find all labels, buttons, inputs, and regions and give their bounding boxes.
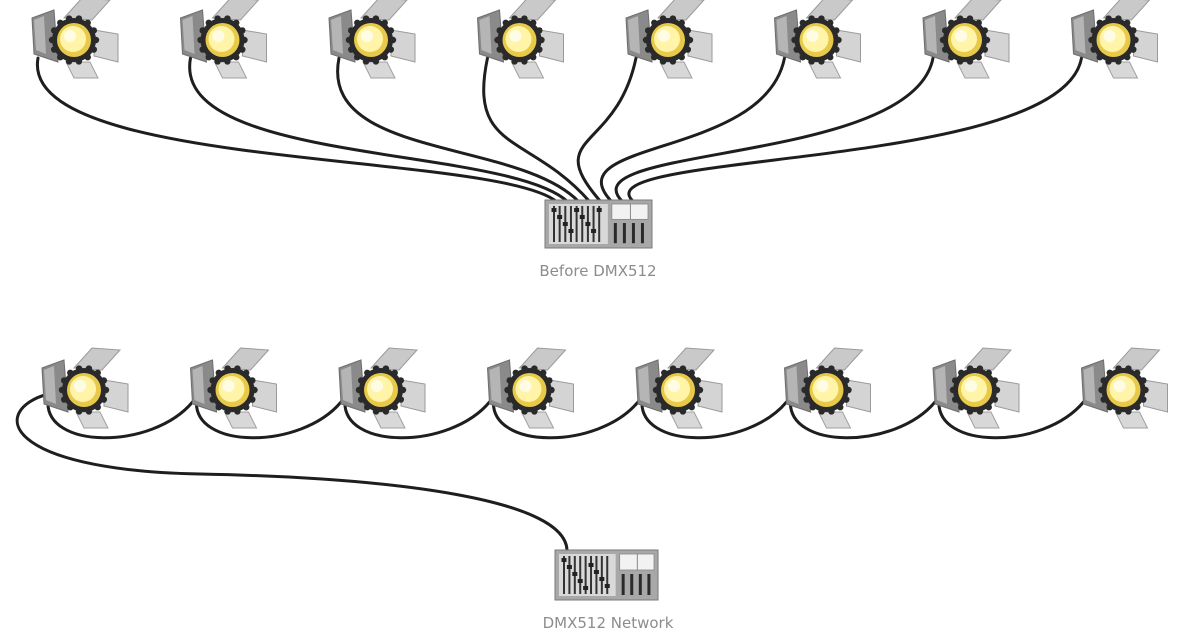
- fixtures-network: [41, 347, 1168, 429]
- stage-light-icon: [1080, 347, 1168, 429]
- caption-dmx512-network: DMX512 Network: [542, 614, 674, 632]
- star-cabling: [36, 56, 1083, 204]
- stage-light-icon: [486, 347, 574, 429]
- stage-light-icon: [635, 347, 723, 429]
- stage-light-icon: [338, 347, 426, 429]
- stage-light-icon: [625, 0, 713, 79]
- lighting-console-icon: [554, 549, 659, 601]
- stage-light-icon: [179, 0, 267, 79]
- lighting-console-icon: [544, 199, 653, 249]
- caption-before-dmx512: Before DMX512: [539, 262, 657, 280]
- stage-light-icon: [189, 347, 277, 429]
- stage-light-icon: [1070, 0, 1158, 79]
- stage-light-icon: [328, 0, 416, 79]
- stage-light-icon: [773, 0, 861, 79]
- stage-light-icon: [932, 347, 1020, 429]
- stage-light-icon: [41, 347, 129, 429]
- stage-light-icon: [783, 347, 871, 429]
- fixtures-before: [31, 0, 1158, 79]
- stage-light-icon: [922, 0, 1010, 79]
- daisy-chain-cabling: [15, 392, 1085, 552]
- stage-light-icon: [476, 0, 564, 79]
- stage-light-icon: [31, 0, 119, 79]
